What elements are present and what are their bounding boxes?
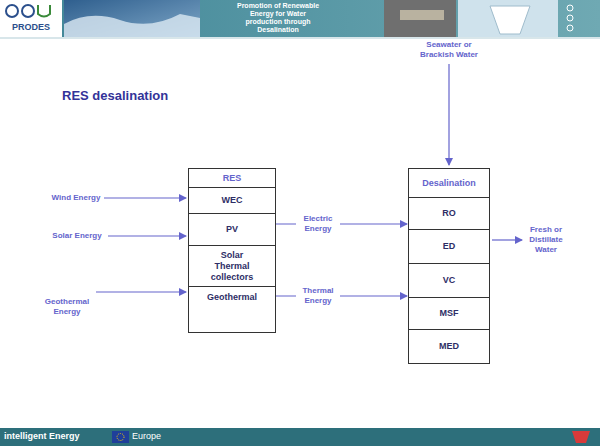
edge-label: Thermal Energy — [296, 285, 340, 307]
box-heading: Desalination — [409, 169, 489, 197]
output-arrow — [492, 239, 522, 240]
input-label: Seawater or Brackish Water — [414, 40, 484, 60]
wave-shape — [64, 14, 200, 37]
logo-text: PRODES — [2, 22, 60, 33]
input-arrow — [108, 235, 186, 236]
process-cell: WEC — [189, 187, 275, 213]
eu-stars — [117, 434, 124, 441]
process-cell: VC — [409, 263, 489, 297]
footer-band — [0, 428, 600, 446]
footer-text: intelligent Energy — [4, 431, 108, 442]
cell-text: MED — [439, 341, 459, 352]
cell-text: VC — [443, 275, 456, 286]
pipe-photo — [384, 0, 456, 37]
sea-photo — [64, 0, 200, 37]
logo-symbol — [38, 5, 50, 17]
process-cell: RO — [409, 197, 489, 229]
process-cell: MSF — [409, 297, 489, 329]
input-label: Solar Energy — [48, 231, 106, 241]
process-box: DesalinationRO ED VC MSF MED — [408, 168, 490, 364]
logo-symbol — [6, 5, 18, 17]
process-cell: MED — [409, 329, 489, 363]
cell-text: WEC — [222, 195, 243, 206]
process-cell: ED — [409, 229, 489, 263]
source-box: RES WEC PV Solar Thermal collectorsGeotherm… — [188, 168, 276, 333]
cell-text: Solar Thermal collectors — [206, 250, 258, 283]
edge-label: Electric Energy — [296, 213, 340, 235]
footer-text: Europe — [132, 431, 182, 442]
cell-text: RO — [442, 208, 456, 219]
input-arrow — [96, 291, 186, 292]
input-label: Wind Energy — [48, 193, 104, 203]
process-cell: Solar Thermal collectors — [189, 245, 275, 286]
cell-text: MSF — [440, 308, 459, 319]
header-band — [0, 0, 600, 37]
cell-text: Geothermal — [207, 292, 257, 303]
cell-text: PV — [226, 224, 238, 235]
output-label: Fresh or Distillate Water — [524, 225, 568, 255]
eu-flag — [112, 431, 129, 443]
water-photo — [458, 0, 558, 37]
box-heading: RES — [189, 169, 275, 187]
header-rule — [0, 37, 600, 39]
input-label: Geothermal Energy — [40, 297, 94, 317]
logo-ground — [0, 0, 62, 37]
process-cell: Geothermal — [189, 286, 275, 332]
header-text: Promotion of Renewable Energy for Water … — [232, 2, 324, 34]
logo-symbol — [22, 5, 34, 17]
emblem-shape — [572, 431, 590, 443]
cell-text: ED — [443, 241, 456, 252]
input-arrow — [104, 197, 186, 198]
input-arrow — [448, 64, 449, 165]
glass-shape — [490, 6, 530, 34]
slide-title: RES desalination — [62, 88, 168, 103]
icon-symbol — [567, 5, 573, 11]
pipe-shape — [400, 10, 444, 20]
icon-symbol — [567, 15, 573, 21]
icon-symbol — [567, 25, 573, 31]
process-cell: PV — [189, 213, 275, 245]
